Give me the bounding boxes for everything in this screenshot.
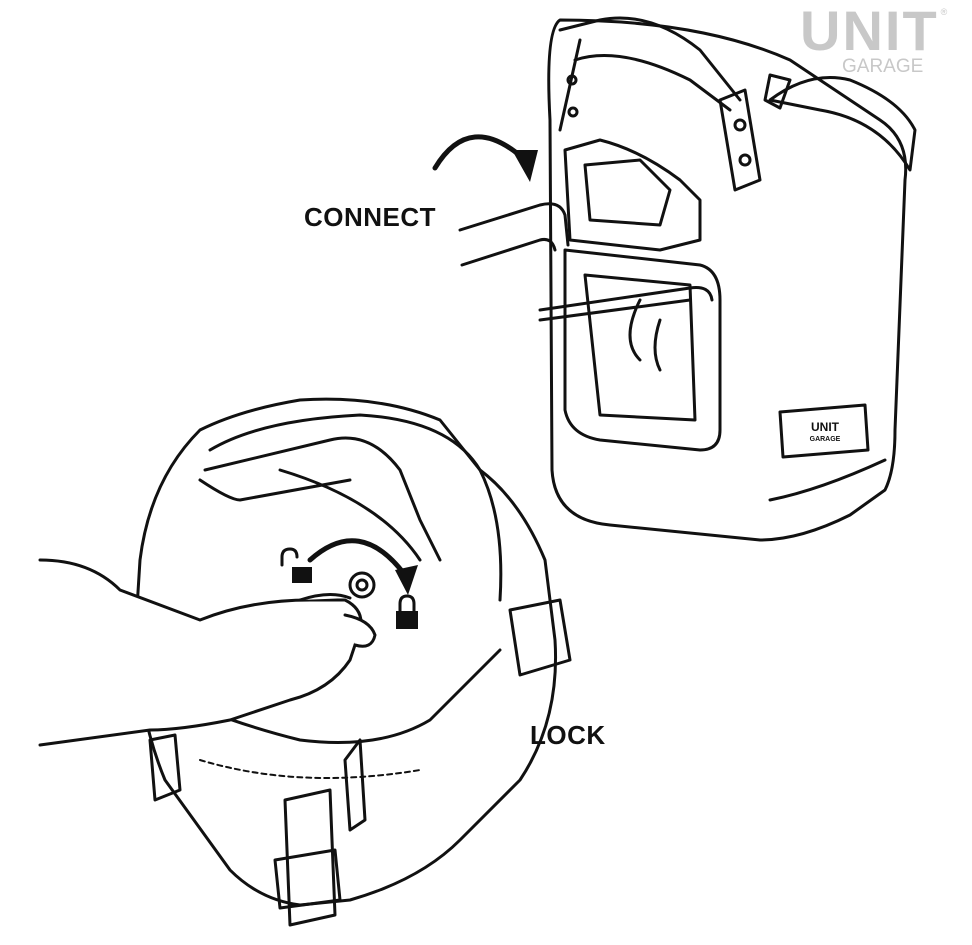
hand-with-key (38, 558, 377, 747)
logo-brand: UNIT (800, 0, 939, 62)
locked-padlock-icon (396, 594, 418, 629)
bag-patch-brand: UNIT (811, 420, 839, 434)
logo-registered: ® (940, 7, 948, 17)
lock-arrow-icon (307, 538, 408, 578)
logo-sub: GARAGE (842, 56, 924, 77)
connect-label: CONNECT (304, 202, 437, 232)
bag-patch-text: UNIT GARAGE (790, 420, 860, 445)
lock-label: LOCK (530, 720, 606, 750)
brand-logo: UNIT ® GARAGE (800, 0, 970, 78)
rack-bars (458, 202, 714, 322)
lock-keyhole (348, 571, 376, 599)
logo-brand-row: UNIT ® (800, 0, 970, 62)
bag-patch-sub: GARAGE (809, 436, 841, 443)
unlocked-padlock-icon (280, 547, 312, 583)
connect-arrow-icon (432, 134, 528, 171)
pannier-bag-back (547, 16, 917, 542)
bag-logo-patch (778, 403, 870, 459)
